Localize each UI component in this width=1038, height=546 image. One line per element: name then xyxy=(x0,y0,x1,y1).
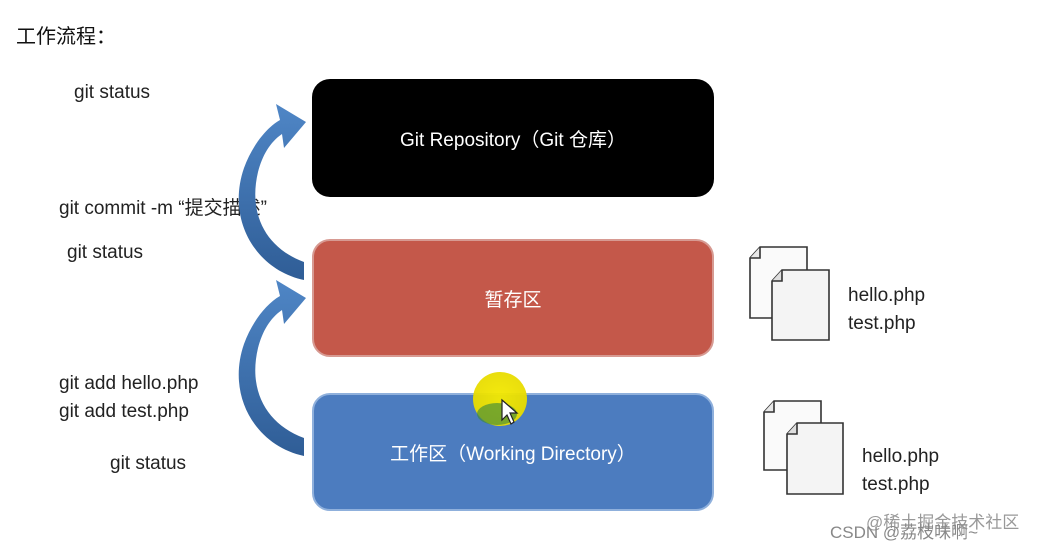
working-file-hello: hello.php xyxy=(862,446,940,467)
commit-arrow-icon xyxy=(238,104,306,280)
cmd-git-commit: git commit -m “提交描述” xyxy=(59,198,267,219)
add-arrow-icon xyxy=(238,280,306,456)
cmd-git-status-bottom: git status xyxy=(110,453,187,474)
working-file-list: hello.php test.php xyxy=(862,443,939,499)
staged-files-icon xyxy=(749,246,830,341)
staged-file-hello: hello.php xyxy=(848,285,926,306)
mouse-cursor-icon xyxy=(501,398,519,425)
page-title: 工作流程： xyxy=(16,24,116,48)
staged-file-list: hello.php test.php xyxy=(848,282,925,338)
watermark-juejin: @稀土掘金技术社区 xyxy=(866,513,1020,532)
working-file-test: test.php xyxy=(862,474,930,495)
cmd-git-add-test: git add test.php xyxy=(59,401,189,422)
staged-file-test: test.php xyxy=(848,313,916,334)
staging-area-label: 暂存区 xyxy=(484,289,542,311)
cmd-git-add-hello: git add hello.php xyxy=(59,373,199,394)
staging-area-box: 暂存区 xyxy=(312,239,714,357)
watermark-csdn: CSDN @荔枝味啊~ xyxy=(830,523,979,542)
repository-label: Git Repository（Git 仓库） xyxy=(400,129,626,151)
cmd-git-status-top: git status xyxy=(74,82,151,103)
repository-box: Git Repository（Git 仓库） xyxy=(312,79,714,197)
cmd-git-status-mid: git status xyxy=(67,242,144,263)
working-directory-label: 工作区（Working Directory） xyxy=(390,443,636,465)
working-files-icon xyxy=(763,400,844,495)
